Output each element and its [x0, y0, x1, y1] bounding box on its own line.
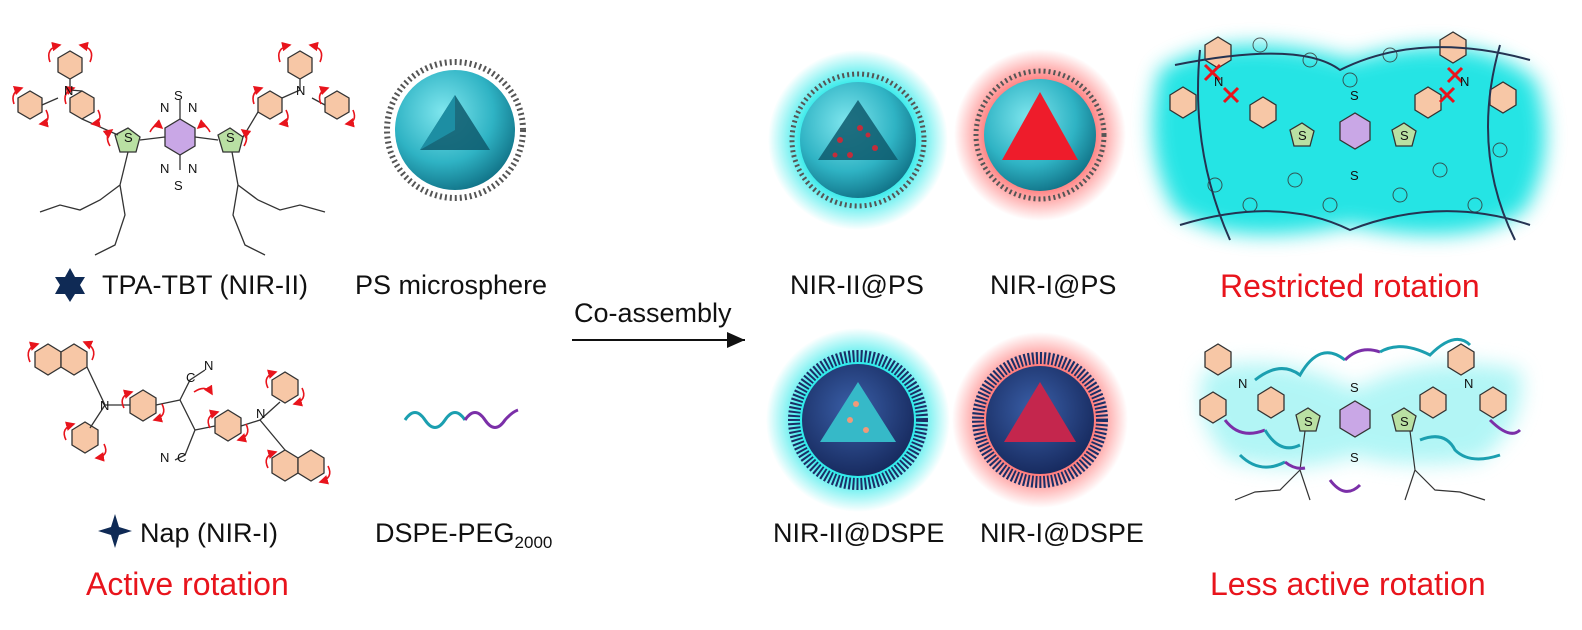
nir1-ps-sphere	[954, 49, 1126, 221]
phenyl-ring	[1419, 386, 1447, 419]
dspe-peg-text: DSPE-PEG	[375, 518, 515, 548]
atom-label: N	[1464, 376, 1473, 391]
atom-label: S	[226, 130, 235, 145]
phenyl-ring	[271, 371, 299, 404]
atom-label: S	[1350, 88, 1359, 103]
phenyl-ring	[129, 389, 157, 422]
four-point-star-icon	[98, 514, 132, 548]
phenyl-ring	[214, 409, 242, 442]
atom-label: C	[177, 450, 186, 465]
atom-label: S	[174, 178, 183, 193]
atom-label: N	[188, 161, 197, 176]
phenyl-ring	[17, 90, 43, 120]
naphthalene-ring	[60, 343, 88, 376]
nir1-ps-label: NIR-I@PS	[990, 270, 1117, 300]
co-assembly-label: Co-assembly	[574, 298, 732, 328]
atom-label: N	[64, 83, 73, 98]
atom-label: S	[1304, 414, 1313, 429]
phenyl-ring	[1249, 96, 1277, 129]
tpa-tbt-molecule: N N S N N N N S S S	[12, 41, 356, 256]
dspe-peg-chain	[403, 408, 519, 429]
atom-label: N	[1214, 74, 1223, 89]
atom-label: S	[1400, 414, 1409, 429]
nir2-dspe-label: NIR-II@DSPE	[773, 518, 945, 548]
atom-label: N	[204, 358, 213, 373]
atom-label: N	[160, 100, 169, 115]
phenyl-ring	[1447, 343, 1475, 376]
naphthalene-ring	[271, 449, 299, 482]
core-ring	[1339, 112, 1371, 150]
restricted-rotation-label: Restricted rotation	[1220, 268, 1480, 304]
nap-molecule: N C N N C N	[27, 340, 331, 485]
six-point-star-icon	[55, 268, 85, 302]
atom-label: S	[1350, 168, 1359, 183]
naphthalene-ring	[297, 449, 325, 482]
naphthalene-ring	[34, 343, 62, 376]
phenyl-ring	[324, 90, 350, 120]
core-ring	[1339, 400, 1371, 438]
atom-label: N	[1460, 74, 1469, 89]
atom-label: S	[1400, 128, 1409, 143]
phenyl-ring	[257, 90, 283, 120]
core-ring	[164, 118, 196, 156]
phenyl-ring	[1199, 391, 1227, 424]
phenyl-ring	[287, 50, 313, 80]
phenyl-ring	[57, 50, 83, 80]
atom-label: S	[1350, 380, 1359, 395]
phenyl-ring	[1414, 86, 1442, 119]
dspe-peg-label: DSPE-PEG2000	[375, 518, 552, 552]
ps-microsphere-graphic	[384, 59, 526, 201]
phenyl-ring	[1204, 343, 1232, 376]
phenyl-ring	[71, 421, 99, 454]
less-active-rotation-label: Less active rotation	[1210, 566, 1486, 602]
atom-label: N	[160, 450, 169, 465]
nap-label: Nap (NIR-I)	[140, 518, 279, 548]
less-active-rotation-complex: N N S S S S	[1199, 337, 1522, 501]
phenyl-ring	[69, 90, 95, 120]
thiophene-ring	[1391, 122, 1417, 147]
active-rotation-label: Active rotation	[86, 566, 289, 602]
atom-label: N	[256, 406, 265, 421]
thiophene-ring	[1391, 407, 1417, 432]
atom-label: N	[1238, 376, 1247, 391]
atom-label: N	[296, 83, 305, 98]
phenyl-ring	[1257, 386, 1285, 419]
atom-label: N	[188, 100, 197, 115]
nir2-dspe-sphere	[766, 328, 950, 512]
thiophene-ring	[1289, 122, 1315, 147]
restricted-rotation-complex: N N S S S S	[1152, 31, 1546, 241]
ps-microsphere-label: PS microsphere	[355, 270, 548, 300]
phenyl-ring	[1169, 86, 1197, 119]
atom-label: S	[124, 130, 133, 145]
atom-label: N	[100, 398, 109, 413]
atom-label: C	[186, 370, 195, 385]
atom-label: S	[1350, 450, 1359, 465]
tpa-tbt-label: TPA-TBT (NIR-II)	[102, 270, 308, 300]
phenyl-ring	[1479, 386, 1507, 419]
atom-label: N	[160, 161, 169, 176]
thiophene-ring	[1295, 407, 1321, 432]
atom-label: S	[174, 88, 183, 103]
nir1-dspe-sphere	[952, 332, 1128, 508]
thiophene-ring	[217, 127, 244, 153]
nir2-ps-sphere	[768, 50, 948, 230]
phenyl-ring	[1489, 81, 1517, 114]
thiophene-ring	[114, 127, 141, 153]
atom-label: S	[1298, 128, 1307, 143]
nir1-dspe-label: NIR-I@DSPE	[980, 518, 1144, 548]
nir2-ps-label: NIR-II@PS	[790, 270, 924, 300]
dspe-peg-subscript: 2000	[514, 533, 553, 552]
